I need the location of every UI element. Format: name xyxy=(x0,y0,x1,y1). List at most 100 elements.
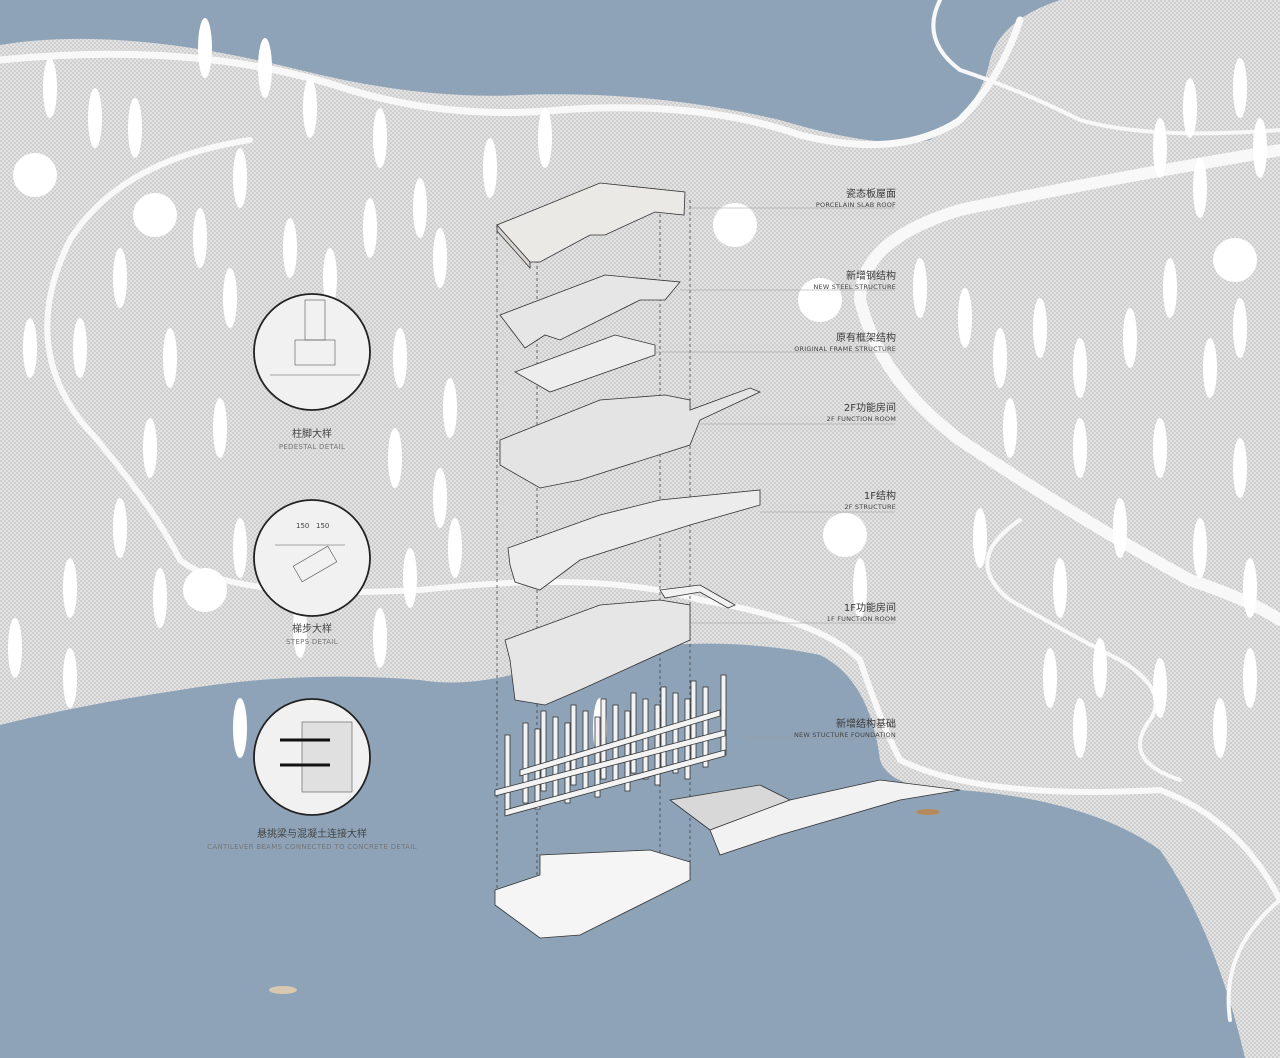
cypress-tree xyxy=(258,38,272,98)
round-tree xyxy=(133,193,177,237)
cypress-tree xyxy=(223,268,237,328)
foundation-column xyxy=(654,704,661,786)
cypress-tree xyxy=(388,428,402,488)
layer-1f-room xyxy=(504,599,691,706)
foundation-beam xyxy=(494,729,726,797)
cypress-tree xyxy=(1073,698,1087,758)
cypress-tree xyxy=(233,518,247,578)
cypress-tree xyxy=(1183,78,1197,138)
cypress-tree xyxy=(373,608,387,668)
layer-label-zh: 原有框架结构 xyxy=(836,333,896,344)
layer-label-zh: 1F结构 xyxy=(863,491,896,502)
steps-detail-circle xyxy=(253,499,371,617)
cypress-tree xyxy=(1073,418,1087,478)
cypress-tree xyxy=(163,328,177,388)
layer-label-zh: 2F功能房间 xyxy=(843,403,896,414)
cypress-tree xyxy=(198,18,212,78)
cypress-tree xyxy=(1073,338,1087,398)
cypress-tree xyxy=(233,698,247,758)
detail-label-zh: 柱脚大样 xyxy=(292,429,332,440)
cypress-tree xyxy=(1153,118,1167,178)
cypress-tree xyxy=(128,98,142,158)
cypress-tree xyxy=(913,258,927,318)
detail-label-en: STEPS DETAIL xyxy=(286,638,338,646)
layer-foundation xyxy=(494,674,727,817)
layer-label-en: NEW STUCTURE FOUNDATION xyxy=(793,731,896,739)
layer-label-zh: 新增钢结构 xyxy=(846,271,896,282)
detail-label-en: CANTILEVER BEAMS CONNECTED TO CONCRETE D… xyxy=(207,843,417,851)
layer-label-en: 1F FUNCTION ROOM xyxy=(826,615,896,623)
cypress-tree xyxy=(1193,518,1207,578)
cypress-tree xyxy=(1003,398,1017,458)
cypress-tree xyxy=(1153,658,1167,718)
cypress-tree xyxy=(1233,58,1247,118)
layer-label-zh: 1F功能房间 xyxy=(843,603,896,614)
layer-label-en: PORCELAIN SLAB ROOF xyxy=(815,201,896,209)
cypress-tree xyxy=(393,328,407,388)
cypress-tree xyxy=(1193,158,1207,218)
layer-label-en: 2F FUNCTION ROOM xyxy=(826,415,896,423)
cypress-tree xyxy=(1243,648,1257,708)
cypress-tree xyxy=(23,318,37,378)
cypress-tree xyxy=(113,248,127,308)
cypress-tree xyxy=(1243,558,1257,618)
cypress-tree xyxy=(1033,298,1047,358)
foundation-column xyxy=(702,686,709,768)
cypress-tree xyxy=(63,648,77,708)
cypress-tree xyxy=(853,558,867,618)
cypress-tree xyxy=(88,88,102,148)
island xyxy=(40,55,160,80)
step-dim-2: 150 xyxy=(316,522,329,530)
cypress-tree xyxy=(448,518,462,578)
cypress-tree xyxy=(1123,308,1137,368)
layer-steel xyxy=(499,274,681,349)
building-layers xyxy=(494,182,961,939)
cypress-tree xyxy=(283,218,297,278)
cypress-tree xyxy=(363,198,377,258)
foundation-column xyxy=(630,692,637,774)
cypress-tree xyxy=(193,208,207,268)
round-tree xyxy=(713,203,757,247)
layer-1f-structure xyxy=(507,489,761,591)
cypress-tree xyxy=(403,548,417,608)
cypress-tree xyxy=(1153,418,1167,478)
cypress-tree xyxy=(483,138,497,198)
cypress-tree xyxy=(1233,298,1247,358)
cypress-tree xyxy=(63,558,77,618)
foundation-beam xyxy=(504,749,726,817)
cypress-tree xyxy=(1203,338,1217,398)
foundation-column xyxy=(570,704,577,786)
foundation-column xyxy=(594,716,601,798)
cypress-tree xyxy=(1113,498,1127,558)
leader-lines xyxy=(655,207,895,739)
foundation-column xyxy=(564,722,571,804)
cypress-tree xyxy=(433,468,447,528)
layer-label-en: NEW STEEL STRUCTURE xyxy=(813,283,896,291)
cypress-tree xyxy=(413,178,427,238)
cypress-tree xyxy=(1093,638,1107,698)
cypress-tree xyxy=(213,398,227,458)
cypress-tree xyxy=(323,248,337,308)
round-tree xyxy=(798,278,842,322)
cypress-tree xyxy=(993,328,1007,388)
foundation-column xyxy=(624,710,631,792)
cypress-tree xyxy=(1253,118,1267,178)
foundation-column xyxy=(552,716,559,798)
layer-label-en: 2F STRUCTURE xyxy=(844,503,896,511)
foundation-column xyxy=(540,710,547,792)
cypress-tree xyxy=(373,108,387,168)
cypress-tree xyxy=(958,288,972,348)
pedestal-detail-circle xyxy=(253,293,371,411)
layer-label-en: ORIGINAL FRAME STRUCTURE xyxy=(794,345,896,353)
cypress-tree xyxy=(1053,558,1067,618)
foundation-column xyxy=(504,734,511,816)
cypress-tree xyxy=(973,508,987,568)
